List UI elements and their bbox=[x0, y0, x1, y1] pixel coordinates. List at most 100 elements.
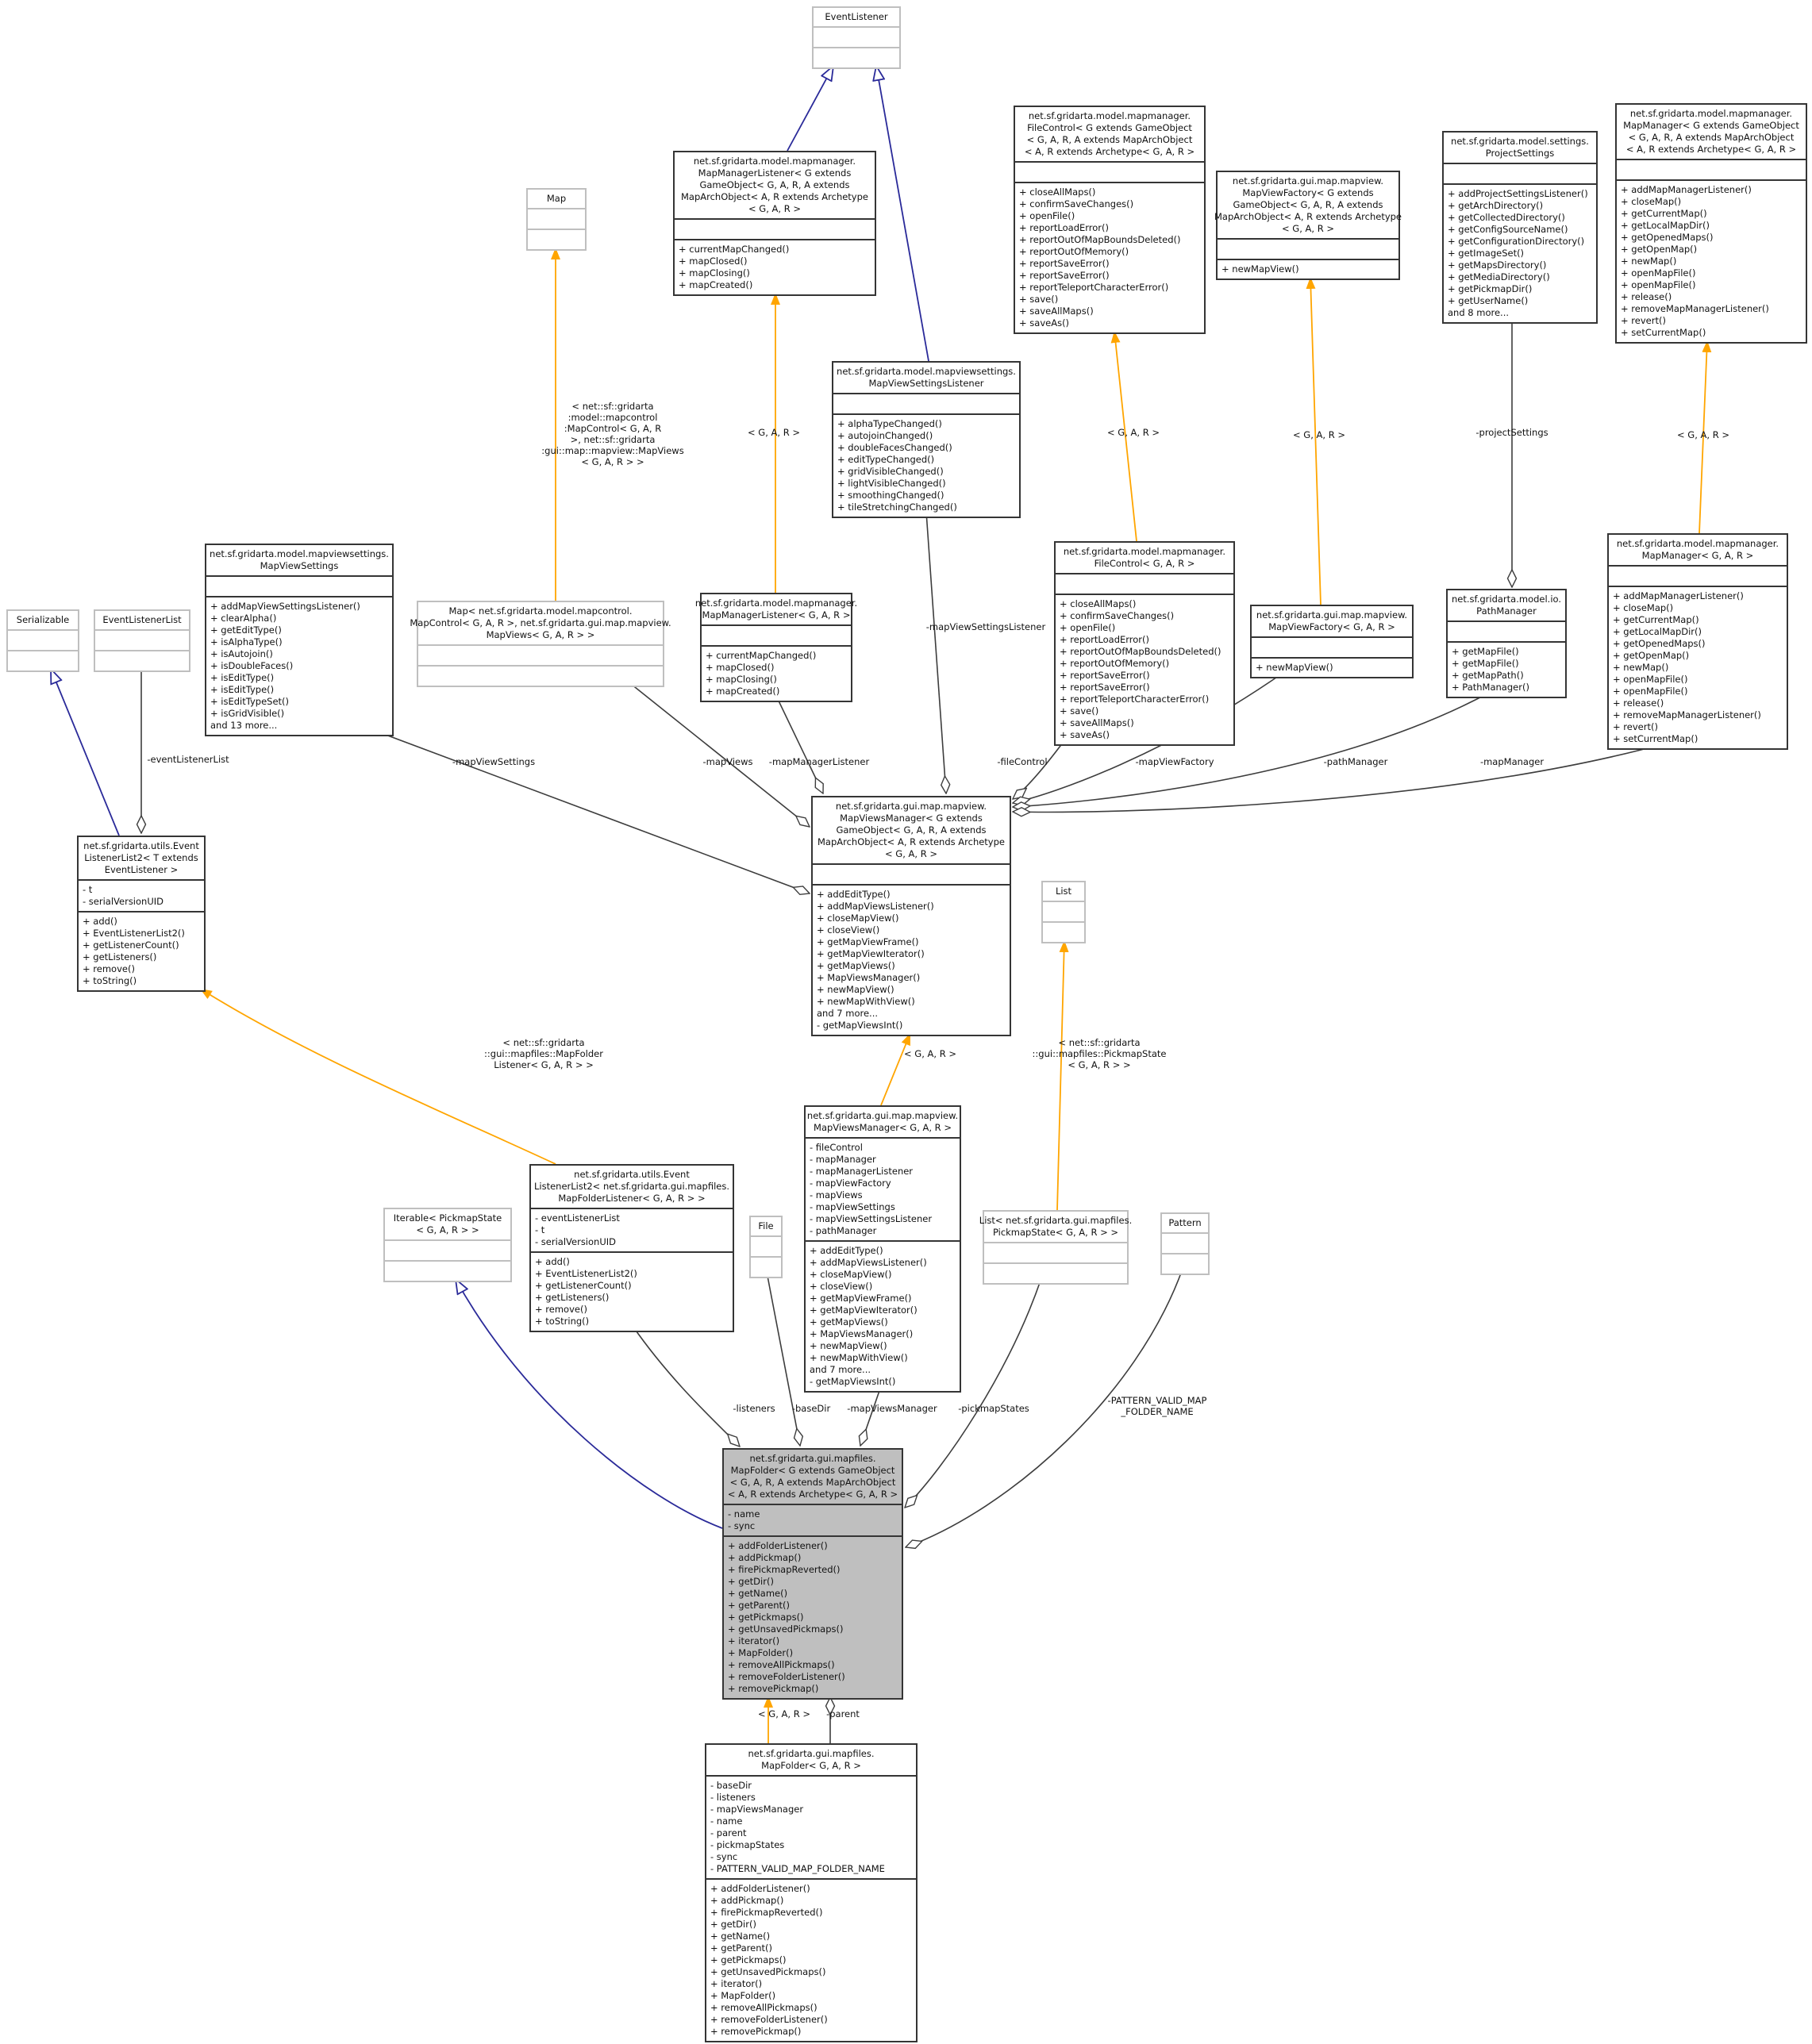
class-methods-line: + reportOutOfMemory() bbox=[1060, 658, 1170, 669]
class-title-line: net.sf.gridarta.model.mapviewsettings. bbox=[210, 548, 389, 559]
class-file-control-gar[interactable]: net.sf.gridarta.model.mapmanager.FileCon… bbox=[1054, 541, 1235, 746]
class-methods-line: + newMapWithView() bbox=[817, 996, 915, 1007]
edge-inh-mvsl-eventlistener bbox=[876, 66, 929, 362]
class-title-line: < A, R extends Archetype< G, A, R > bbox=[727, 1489, 898, 1500]
class-path-manager[interactable]: net.sf.gridarta.model.io.PathManager+ ge… bbox=[1446, 589, 1567, 698]
class-serializable[interactable]: Serializable bbox=[6, 609, 79, 672]
class-file[interactable]: File bbox=[749, 1216, 783, 1278]
class-attributes-line: - mapViewsManager bbox=[710, 1804, 804, 1815]
class-map-template[interactable]: Map< net.sf.gridarta.model.mapcontrol.Ma… bbox=[410, 601, 671, 687]
class-methods-line: + closeView() bbox=[810, 1281, 873, 1292]
class-map-view-settings[interactable]: net.sf.gridarta.model.mapviewsettings.Ma… bbox=[205, 544, 394, 736]
class-title-line: MapArchObject< A, R extends Archetype bbox=[680, 191, 868, 202]
class-title: net.sf.gridarta.model.mapviewsettings.Ma… bbox=[833, 363, 1019, 393]
edge-agg-filecontrol bbox=[1013, 739, 1066, 799]
class-pattern[interactable]: Pattern bbox=[1160, 1212, 1210, 1275]
class-methods-line: + getListeners() bbox=[83, 951, 157, 962]
class-title: net.sf.gridarta.model.mapmanager.FileCon… bbox=[1015, 107, 1204, 161]
class-methods-line: + getCurrentMap() bbox=[1613, 614, 1699, 625]
class-title-line: EventListener > bbox=[104, 864, 179, 875]
class-methods-line: + getUserName() bbox=[1448, 295, 1529, 306]
class-title: net.sf.gridarta.gui.map.mapview.MapViews… bbox=[813, 797, 1010, 863]
class-map-views-manager-full[interactable]: net.sf.gridarta.gui.map.mapview.MapViews… bbox=[811, 796, 1011, 1036]
class-title: net.sf.gridarta.gui.mapfiles.MapFolder< … bbox=[706, 1745, 916, 1775]
class-methods-line: + getPickmaps() bbox=[710, 1954, 787, 1965]
class-title-line: MapViewSettings bbox=[260, 560, 339, 571]
class-map-views-manager-gar[interactable]: net.sf.gridarta.gui.map.mapview.MapViews… bbox=[804, 1105, 961, 1393]
class-methods-line: + confirmSaveChanges() bbox=[1060, 610, 1175, 621]
class-title: net.sf.gridarta.model.mapmanager.MapMana… bbox=[695, 594, 857, 624]
class-methods-line: + getDir() bbox=[728, 1576, 774, 1587]
class-attributes bbox=[1444, 163, 1596, 183]
class-attributes bbox=[1043, 901, 1084, 921]
class-methods-line: + addFolderListener() bbox=[728, 1540, 828, 1551]
edge-label-file-control-args: < G, A, R > bbox=[1107, 427, 1160, 438]
edge-label-path-manager-label: -pathManager bbox=[1324, 756, 1388, 767]
class-map-manager-gar[interactable]: net.sf.gridarta.model.mapmanager.MapMana… bbox=[1607, 533, 1788, 750]
class-title: net.sf.gridarta.model.mapmanager.FileCon… bbox=[1056, 543, 1233, 573]
class-list-pickmapstate[interactable]: List< net.sf.gridarta.gui.mapfiles.Pickm… bbox=[979, 1210, 1132, 1285]
class-methods-line: + getListenerCount() bbox=[83, 939, 179, 951]
class-title: Map< net.sf.gridarta.model.mapcontrol.Ma… bbox=[410, 602, 671, 644]
edge-inh-mml-eventlistener bbox=[787, 66, 833, 152]
class-title-line: < A, R extends Archetype< G, A, R > bbox=[1625, 144, 1797, 155]
class-methods-line: + removeAllPickmaps() bbox=[710, 2002, 818, 2013]
class-methods-line: + toString() bbox=[535, 1316, 590, 1327]
class-event-listener[interactable]: EventListener bbox=[812, 6, 901, 69]
class-map-folder-main[interactable]: net.sf.gridarta.gui.mapfiles.MapFolder< … bbox=[722, 1448, 903, 1700]
class-attributes-line: - mapViewSettingsListener bbox=[810, 1213, 933, 1224]
class-iterable-pickmapstate[interactable]: Iterable< PickmapState< G, A, R > > bbox=[383, 1208, 512, 1282]
class-methods: + newMapView() bbox=[1252, 657, 1412, 677]
class-title-line: < G, A, R > bbox=[885, 848, 937, 859]
class-methods-line: and 8 more... bbox=[1448, 307, 1510, 318]
class-title-line: MapFolderListener< G, A, R > > bbox=[558, 1193, 706, 1204]
class-methods-line: + addMapViewsListener() bbox=[810, 1257, 927, 1268]
class-title-line: net.sf.gridarta.gui.map.mapview. bbox=[1232, 175, 1384, 186]
class-methods-line: + revert() bbox=[1621, 315, 1666, 326]
class-map-folder-gar[interactable]: net.sf.gridarta.gui.mapfiles.MapFolder< … bbox=[705, 1743, 918, 2042]
class-attributes bbox=[8, 629, 78, 650]
class-event-listener-list[interactable]: EventListenerList bbox=[94, 609, 190, 672]
class-title-line: net.sf.gridarta.utils.Event bbox=[83, 840, 199, 851]
class-map-manager-full[interactable]: net.sf.gridarta.model.mapmanager.MapMana… bbox=[1615, 103, 1807, 344]
class-attributes bbox=[1617, 159, 1806, 179]
class-methods: + add()+ EventListenerList2()+ getListen… bbox=[531, 1251, 733, 1331]
edge-label-pattern-const-label: -PATTERN_VALID_MAP_FOLDER_NAME bbox=[1108, 1395, 1207, 1417]
class-methods-line: + getLocalMapDir() bbox=[1621, 220, 1710, 231]
class-methods-line: + openMapFile() bbox=[1621, 267, 1696, 279]
class-title-line: net.sf.gridarta.gui.mapfiles. bbox=[749, 1453, 876, 1464]
class-map-manager-listener-full[interactable]: net.sf.gridarta.model.mapmanager.MapMana… bbox=[673, 151, 876, 296]
class-project-settings[interactable]: net.sf.gridarta.model.settings.ProjectSe… bbox=[1442, 131, 1598, 324]
edge-agg-mapviews bbox=[626, 680, 810, 827]
class-map-view-settings-listener[interactable]: net.sf.gridarta.model.mapviewsettings.Ma… bbox=[832, 361, 1021, 518]
class-title-line: MapManagerListener< G extends bbox=[698, 167, 852, 179]
class-map-view-factory-gar[interactable]: net.sf.gridarta.gui.map.mapview.MapViewF… bbox=[1250, 605, 1414, 678]
class-title: net.sf.gridarta.model.mapmanager.MapMana… bbox=[1609, 535, 1787, 565]
class-title: net.sf.gridarta.gui.map.mapview.MapViews… bbox=[806, 1107, 960, 1137]
class-methods: + alphaTypeChanged()+ autojoinChanged()+… bbox=[833, 413, 1019, 517]
class-title-line: Map bbox=[546, 193, 567, 204]
class-methods-line: + reportLoadError() bbox=[1019, 222, 1110, 233]
class-attributes: - fileControl- mapManager- mapManagerLis… bbox=[806, 1137, 960, 1240]
class-methods-line: + isEditType() bbox=[210, 684, 275, 695]
class-methods: + addMapManagerListener()+ closeMap()+ g… bbox=[1609, 586, 1787, 748]
class-methods-line: + firePickmapReverted() bbox=[710, 1907, 823, 1918]
class-map[interactable]: Map bbox=[526, 188, 587, 251]
class-title: net.sf.gridarta.model.mapviewsettings.Ma… bbox=[206, 545, 392, 575]
class-attributes bbox=[1056, 573, 1233, 594]
class-attributes bbox=[702, 624, 851, 645]
class-title-line: MapViewFactory< G, A, R > bbox=[1268, 621, 1395, 632]
class-map-view-factory-full[interactable]: net.sf.gridarta.gui.map.mapview.MapViewF… bbox=[1214, 171, 1402, 280]
class-map-manager-listener-gar[interactable]: net.sf.gridarta.model.mapmanager.MapMana… bbox=[695, 593, 857, 702]
class-title: Map bbox=[528, 190, 585, 208]
class-attributes-line: - pickmapStates bbox=[710, 1839, 785, 1850]
class-file-control-full[interactable]: net.sf.gridarta.model.mapmanager.FileCon… bbox=[1014, 106, 1206, 334]
edge-label-line: -pathManager bbox=[1323, 756, 1388, 767]
class-list[interactable]: List bbox=[1041, 881, 1086, 943]
class-title-line: < G, A, R, A extends MapArchObject bbox=[1026, 134, 1193, 145]
class-methods-line: + add() bbox=[535, 1256, 570, 1267]
